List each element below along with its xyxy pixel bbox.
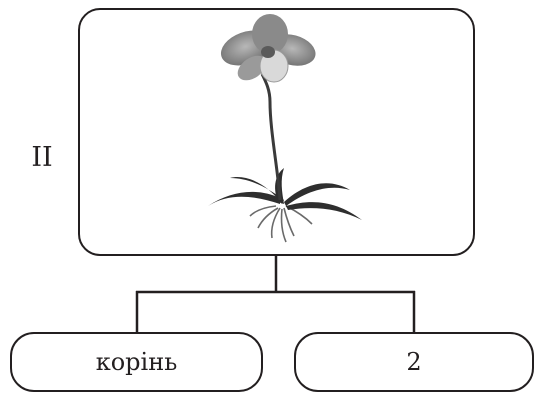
orchid-plant-icon xyxy=(80,10,472,253)
child-box-number-text: 2 xyxy=(406,348,421,376)
child-box-root-text: корінь xyxy=(96,348,178,376)
child-box-number: 2 xyxy=(294,332,534,392)
stem-icon xyxy=(262,74,280,200)
child-box-root: корінь xyxy=(10,332,263,392)
roman-numeral-label: II xyxy=(20,143,64,173)
roots-icon xyxy=(250,206,312,242)
flower-icon xyxy=(216,14,319,85)
plant-image-box xyxy=(78,8,475,256)
